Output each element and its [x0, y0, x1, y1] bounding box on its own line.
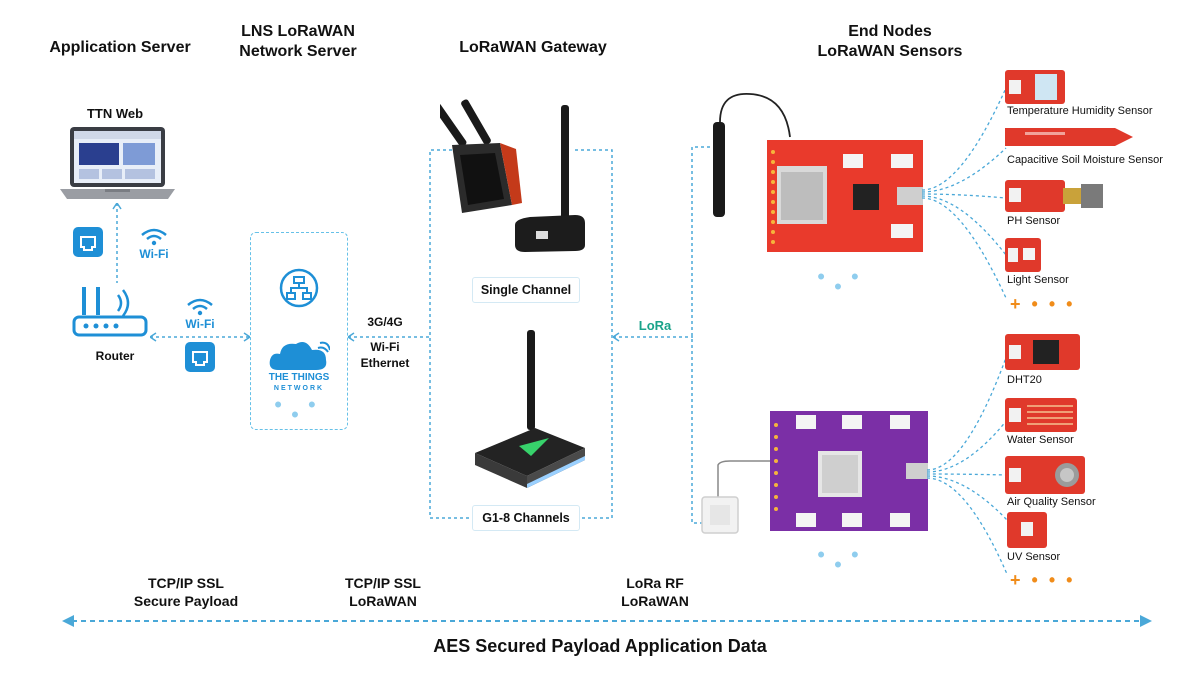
sensor-purple-4-label: UV Sensor: [1007, 551, 1061, 563]
sensor-red-1-label: Temperature Humidity Sensor: [1007, 105, 1153, 117]
protocol-3-line2: LoRaWAN: [621, 593, 689, 609]
uplink-ethernet-label: Ethernet: [360, 356, 410, 370]
red-node-board-image: [713, 93, 923, 252]
single-channel-label: Single Channel: [472, 277, 580, 303]
ttn-logo-text: THE THINGS NETWORK: [258, 372, 340, 394]
multi-channel-label: G1-8 Channels: [472, 505, 580, 531]
lns-gateway-link: [348, 332, 430, 342]
sensor-purple-1-label: DHT20: [1007, 374, 1042, 386]
red-node-fanout: [921, 87, 1007, 299]
uplink-3g4g-label: 3G/4G: [367, 315, 403, 329]
red-sensors-more: + • • •: [1010, 294, 1076, 314]
sensor-red-4-label: Light Sensor: [1007, 274, 1069, 286]
sensor-purple-3-label: Air Quality Sensor: [1007, 496, 1096, 508]
laptop-icon: [60, 127, 175, 199]
wifi-icon: [141, 228, 167, 246]
multi-channel-gateway-image: [475, 330, 585, 488]
header-application-server: Application Server: [49, 39, 191, 56]
sensor-red-3-label: PH Sensor: [1007, 215, 1061, 227]
network-hierarchy-icon: [279, 268, 319, 308]
protocol-2-line1: TCP/IP SSL: [345, 575, 421, 591]
header-lns-line1: LNS LoRaWAN: [241, 23, 355, 40]
ph-sensor-image: [1005, 180, 1103, 212]
lns-more-dots: • • •: [274, 392, 326, 427]
ethernet-port-icon: [73, 227, 103, 257]
light-sensor-image: [1005, 238, 1041, 272]
air-quality-sensor-image: [1005, 456, 1085, 494]
sensor-red-2-label: Capacitive Soil Moisture Sensor: [1007, 154, 1163, 166]
dht20-sensor-image: [1005, 334, 1080, 370]
protocol-1-line2: Secure Payload: [133, 593, 239, 609]
wifi-top-label: Wi-Fi: [139, 247, 169, 261]
protocol-3-line1: LoRa RF: [626, 575, 684, 591]
lora-label: LoRa: [638, 318, 672, 333]
header-end-nodes-line1: End Nodes: [848, 23, 932, 40]
lns-box: [250, 232, 348, 430]
wifi-mid-label: Wi-Fi: [185, 317, 215, 331]
purple-node-more-dots: • • •: [817, 542, 869, 577]
sensor-purple-2-label: Water Sensor: [1007, 434, 1074, 446]
red-node-more-dots: • • •: [817, 264, 869, 299]
header-lns-line2: Network Server: [239, 43, 357, 60]
router-icon: [72, 287, 148, 337]
ethernet-port-icon: [185, 342, 215, 372]
purple-sensors-more: + • • •: [1010, 570, 1076, 590]
lora-link: [613, 332, 693, 342]
purple-node-fanout: [926, 354, 1008, 575]
ttn-web-label: TTN Web: [86, 106, 144, 121]
header-gateway: LoRaWAN Gateway: [459, 39, 607, 56]
aes-double-arrow: [62, 615, 1152, 627]
temperature-humidity-sensor-image: [1005, 70, 1065, 104]
router-label: Router: [95, 349, 135, 363]
uplink-wifi-label: Wi-Fi: [370, 340, 400, 354]
protocol-2-line2: LoRaWAN: [349, 593, 417, 609]
gateway-bracket-right: [575, 149, 613, 519]
wifi-icon: [187, 298, 213, 316]
header-end-nodes-line2: LoRaWAN Sensors: [817, 43, 963, 60]
footer-title: AES Secured Payload Application Data: [433, 636, 767, 656]
ttn-logo-line1: THE THINGS: [268, 372, 330, 383]
water-sensor-image: [1005, 398, 1077, 432]
uv-sensor-image: [1007, 512, 1047, 548]
gateway-bracket-left: [429, 149, 470, 519]
ttn-logo-line2: NETWORK: [273, 385, 325, 392]
laptop-router-link: [112, 203, 122, 283]
cloud-icon: [269, 341, 330, 370]
soil-moisture-sensor-image: [1005, 128, 1133, 146]
end-node-bracket: [691, 146, 716, 524]
single-channel-gateway-image: [440, 99, 585, 252]
protocol-1-line1: TCP/IP SSL: [148, 575, 224, 591]
purple-node-board-image: [701, 411, 928, 534]
router-lns-link: [150, 332, 250, 342]
